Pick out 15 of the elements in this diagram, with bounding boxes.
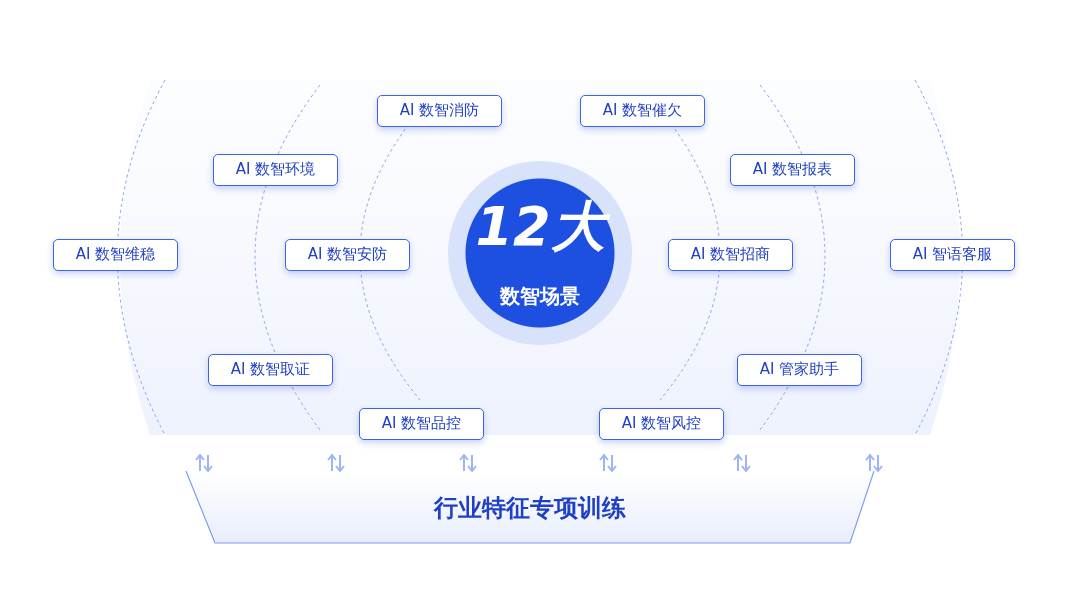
scene-label: AI 智语客服 [890, 239, 1015, 271]
scene-label: AI 数智品控 [359, 408, 484, 440]
scene-label: AI 数智催欠 [580, 95, 705, 127]
scene-label: AI 数智消防 [377, 95, 502, 127]
scene-label: AI 数智取证 [208, 354, 333, 386]
scene-label: AI 数智招商 [668, 239, 793, 271]
scene-label: AI 数智安防 [285, 239, 410, 271]
center-caption: 数智场景 [499, 283, 581, 310]
base-banner: 行业特征专项训练 [185, 470, 875, 544]
scene-label: AI 数智报表 [730, 154, 855, 186]
scene-label: AI 数智维稳 [53, 239, 178, 271]
scene-label: AI 数智环境 [213, 154, 338, 186]
count-heading: 12大 [448, 191, 632, 264]
scene-label: AI 管家助手 [737, 354, 862, 386]
scene-label: AI 数智风控 [599, 408, 724, 440]
